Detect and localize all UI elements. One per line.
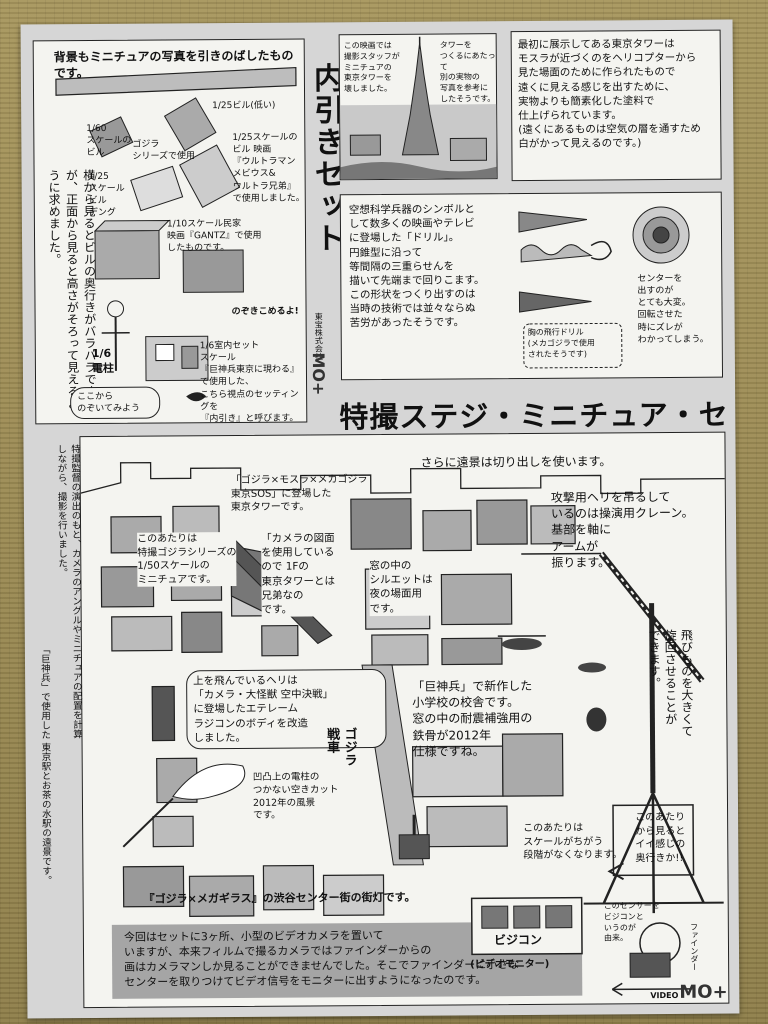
note-godzilla-tower: 「ゴジラ×モスラ×メカゴジラ 東京SOS」に登場した 東京タワーです。 bbox=[230, 474, 368, 514]
panel-tower-photo: この映画では 撮影スタッフが ミニチュアの 東京タワーを 壊しました。 タワーを… bbox=[338, 33, 498, 181]
note-scale: このあたりは スケールがちがう 段階がなくなります。 bbox=[523, 822, 623, 862]
heli-note: 上を飛んでいるヘリは 「カメラ・大怪獣 空中決戦」 に登場したエテレーム ラジコ… bbox=[193, 674, 334, 744]
note-room-set: 1/6室内セット スケール 『巨神兵東京に現わる』 で使用した、 こちら視点のセ… bbox=[199, 340, 300, 425]
note-scale-160: 1/60 スケールの ビル bbox=[86, 123, 132, 159]
bijicon-label: ビジコン bbox=[493, 932, 543, 948]
note-flight: 飛びものを大きくて 旋回させることが できます。 bbox=[646, 628, 695, 737]
note-private-house: 1/10スケール民家 映画『GANTZ』で使用 したものです。 bbox=[166, 218, 262, 254]
note-godzilla-series: ゴジラ シリーズで使用 bbox=[132, 139, 196, 162]
look-here-text: ここから のぞいてみよう bbox=[77, 391, 140, 415]
vertical-perspective-note: 横から見るとビルの奥行きがバラバラですが、正面から見ると高さがそろって見えるよう… bbox=[46, 168, 98, 410]
note-school: 「巨神兵」で新作した 小学校の校舎です。 窓の中の耐震補強用の 鉄骨が2012年… bbox=[412, 678, 533, 759]
note-godzilla-1-50: このあたりは 特撮ゴジラシリーズの 1/50スケールの ミニチュアです。 bbox=[137, 532, 237, 587]
sensor-note: このセンサーを ビジコンと いうのが 由来。 bbox=[603, 901, 660, 943]
stage-city-sketch bbox=[80, 461, 727, 999]
center-note: センターを 出すのが とても大変。 回転させた 時にズレが わかってしまう。 bbox=[637, 273, 709, 345]
mot-logo-side: MO+ bbox=[308, 352, 329, 396]
video-monitor-label: (ビデオモニター) bbox=[470, 958, 550, 971]
video-label: VIDEO bbox=[650, 990, 679, 1001]
tokyo-tower-note: 最初に展示してある東京タワーは モスラが近づくのをヘリコプターから 見た場面のた… bbox=[517, 37, 701, 151]
note-shibuya: 『ゴジラ×メガギラス』の渋谷センター街の街灯です。 bbox=[143, 890, 416, 906]
drill-small-note: 胸の飛行ドリル (メカゴジラで使用 されたそうです) bbox=[527, 327, 595, 359]
stage-right-vertical-note: 特撮監督の演出のもと、カメラのアングルやミニチュアの配置を計算しながら、撮影を行… bbox=[55, 444, 83, 739]
look-here-bubble: ここから のぞいてみよう bbox=[70, 386, 161, 420]
finder-label: ファインダー bbox=[689, 922, 699, 971]
note-utility-pole: 1/6 電柱 bbox=[91, 346, 114, 375]
panel-stage: さらに遠景は切り出しを使います。 「ゴジラ×モスラ×メカゴジラ 東京SOS」に登… bbox=[79, 431, 730, 1009]
drill-sketch bbox=[518, 206, 690, 369]
tokyo-tower-sketch bbox=[340, 36, 498, 181]
note-silhouette: 窓の中の シルエットは 夜の場面用 です。 bbox=[369, 558, 433, 616]
backdrop-strip-sketch bbox=[55, 66, 297, 402]
stage-left-vertical-note: 「巨神兵」で使用した 東京駅とお茶の水駅の遠景です。 bbox=[38, 644, 52, 885]
note-peek: のぞきこめるよ! bbox=[231, 306, 299, 318]
tower-note-left: この映画では 撮影スタッフが ミニチュアの 東京タワーを 壊しました。 bbox=[343, 40, 400, 94]
mot-logo-bottom: MO+ bbox=[679, 981, 728, 1003]
panel-uchibiki: 背景もミニチュアの写真を引きのばしたものです。 1/25ビル(低い) 1/60 … bbox=[32, 38, 308, 425]
note-plans: 「カメラの図面 を使用している ので 1Fの 東京タワーとは 兄弟なの です。 bbox=[261, 531, 336, 617]
note-bldg-125: 1/25ビル(低い) bbox=[212, 100, 276, 112]
panel-tokyo-tower-note: 最初に展示してある東京タワーは モスラが近づくのをヘリコプターから 見た場面のた… bbox=[510, 29, 722, 182]
leaflet-sheet: 背景もミニチュアの写真を引きのばしたものです。 1/25ビル(低い) 1/60 … bbox=[20, 19, 740, 1019]
note-scale-125-movie: 1/25スケールの ビル 映画 『ウルトラマン メビウス& ウルトラ兄弟』 で使… bbox=[232, 132, 305, 204]
note-view: このあたり から見ると イイ感じの 奥行きか!! bbox=[635, 811, 686, 864]
note-tank: ゴジラ 戦車 bbox=[324, 727, 357, 767]
bottom-note: 今回はセットに3ヶ所、小型のビデオカメラを置いて いますが、本来フィルムで撮るカ… bbox=[123, 928, 520, 989]
note-hill: 凹凸上の電柱の つかない空きカット 2012年の風景 です。 bbox=[252, 771, 339, 824]
panel-drill: 空想科学兵器のシンボルと して数多くの映画やテレビ に登場した「ドリル」。 円錐… bbox=[339, 191, 724, 381]
note-crane: 攻撃用ヘリを吊るして いるのは操演用クレーン。 基部を軸に アームが 振ります。 bbox=[550, 489, 694, 570]
tower-note-right: タワーを つくるにあたって 別の実物の 写真を参考に したそうです。 bbox=[439, 40, 496, 104]
stage-intro-note: さらに遠景は切り出しを使います。 bbox=[420, 454, 612, 470]
